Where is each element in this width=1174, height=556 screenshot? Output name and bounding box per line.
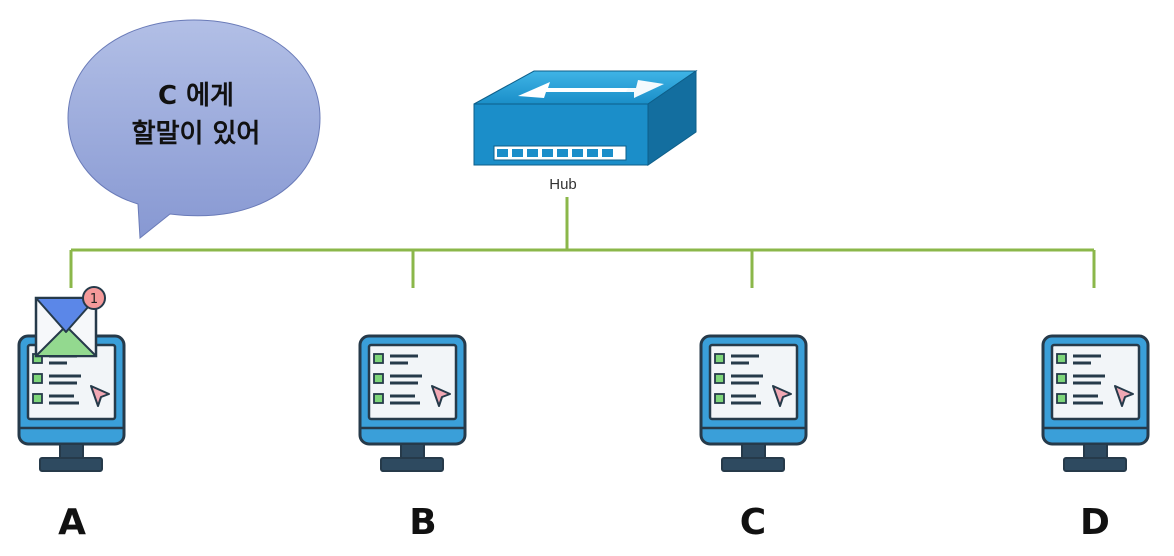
- hub-icon: Hub: [473, 70, 698, 193]
- computer-b[interactable]: [358, 334, 467, 473]
- computer-d[interactable]: [1041, 334, 1150, 473]
- speech-bubble: C 에게 할말이 있어: [67, 19, 321, 239]
- speech-bubble-line1: C 에게: [158, 81, 234, 111]
- envelope-icon: [34, 296, 98, 358]
- hub-ports: [493, 145, 627, 161]
- computer-label-a: A: [58, 502, 86, 543]
- network-links: [69, 197, 1096, 288]
- bidirectional-arrow-icon: [518, 80, 664, 98]
- computer-c[interactable]: [699, 334, 808, 473]
- notification-count: 1: [90, 292, 98, 307]
- hub-label: Hub: [549, 176, 577, 193]
- computer-label-b: B: [409, 502, 436, 543]
- notification-badge: 1: [82, 286, 106, 310]
- speech-bubble-line2: 할말이 있어: [132, 119, 261, 149]
- computer-label-d: D: [1080, 502, 1110, 543]
- computer-label-c: C: [740, 502, 766, 543]
